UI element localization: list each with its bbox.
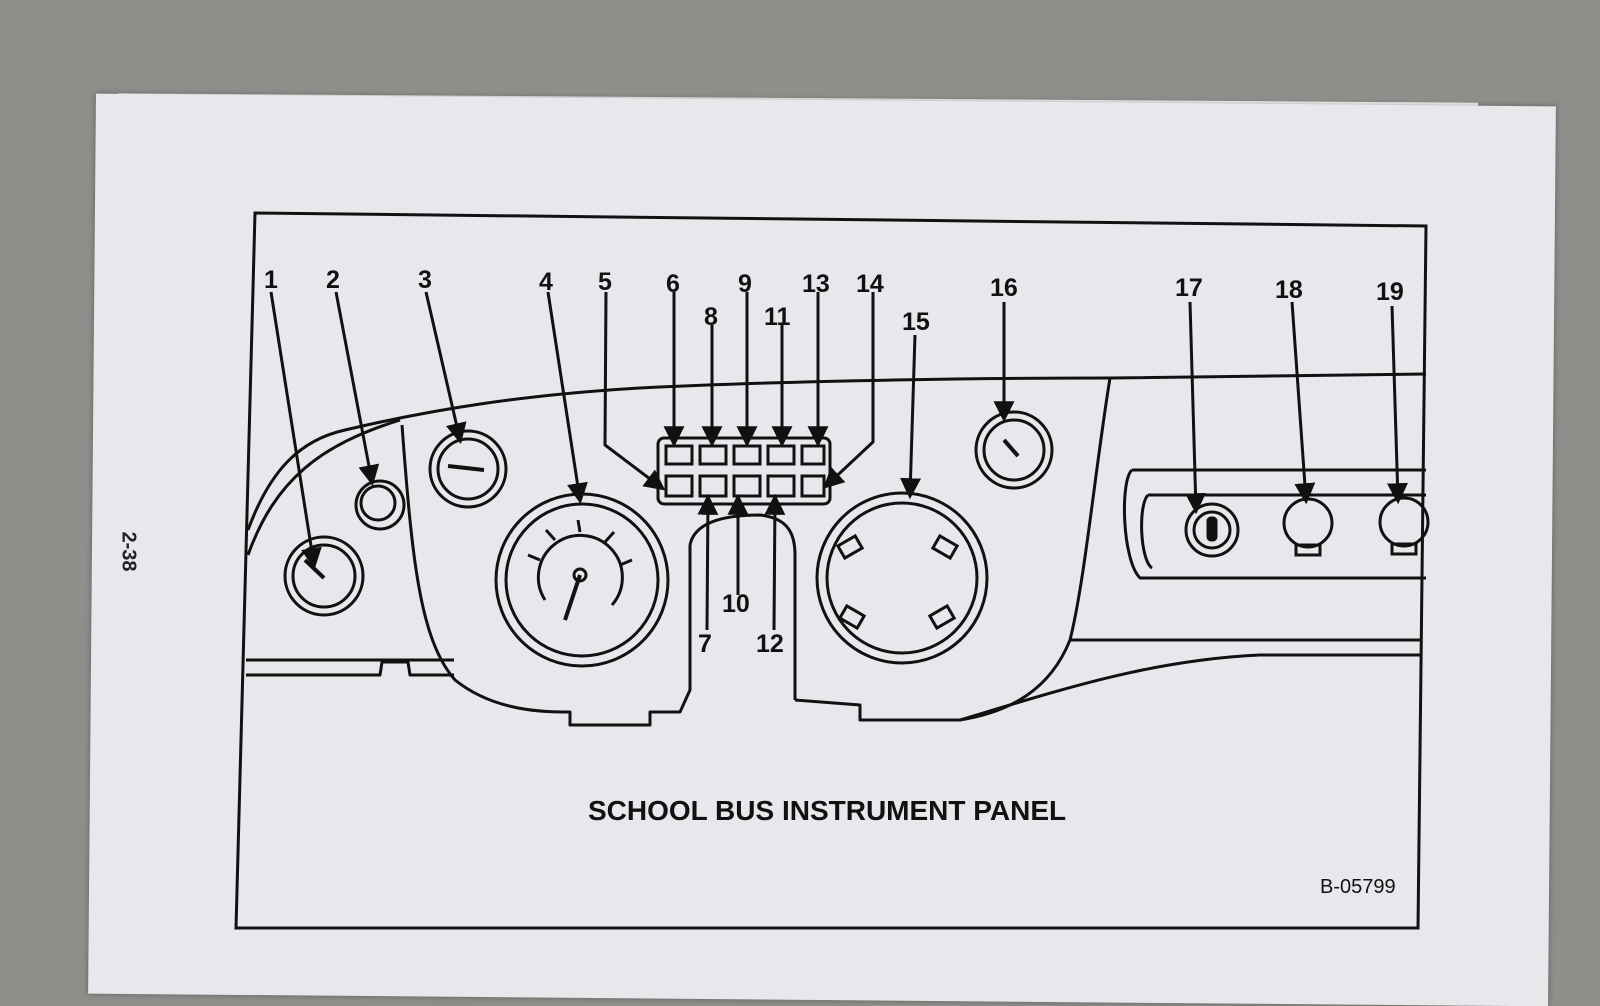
callout-12: 12 [756, 630, 784, 658]
cluster-15 [815, 491, 989, 665]
callout-7: 7 [698, 630, 712, 658]
callout-5: 5 [598, 268, 612, 296]
gauge-1 [283, 535, 365, 617]
callout-15: 15 [902, 308, 930, 336]
callout-8: 8 [704, 303, 718, 331]
ignition-switch-17 [1184, 502, 1240, 558]
instrument-panel-diagram: 1 2 3 4 5 6 7 8 9 10 11 12 13 14 15 16 1… [234, 211, 1430, 930]
callout-3: 3 [418, 266, 432, 294]
callout-1: 1 [264, 266, 278, 294]
callout-13: 13 [802, 270, 830, 298]
callout-19: 19 [1376, 278, 1404, 306]
callout-2: 2 [326, 266, 340, 294]
callout-11: 11 [764, 303, 791, 331]
speedometer-4 [494, 492, 670, 668]
indicator-light-2 [354, 479, 406, 531]
dashboard-outline [246, 372, 1427, 727]
callout-17: 17 [1175, 274, 1203, 302]
callout-4: 4 [539, 268, 553, 296]
gauge-16 [974, 410, 1054, 490]
callout-9: 9 [738, 270, 752, 298]
callout-18: 18 [1275, 276, 1303, 304]
callout-16: 16 [990, 274, 1018, 302]
knob-18 [1282, 497, 1334, 557]
callout-10: 10 [722, 590, 750, 618]
callout-14: 14 [856, 270, 884, 298]
warning-light-bank [656, 436, 832, 506]
figure-title: SCHOOL BUS INSTRUMENT PANEL [588, 795, 1066, 826]
gauge-3 [428, 429, 508, 509]
figure-frame [234, 211, 1428, 930]
figure-id: B-05799 [1320, 876, 1396, 898]
callout-6: 6 [666, 270, 680, 298]
knob-19 [1378, 496, 1430, 556]
leader-lines [269, 291, 1408, 631]
